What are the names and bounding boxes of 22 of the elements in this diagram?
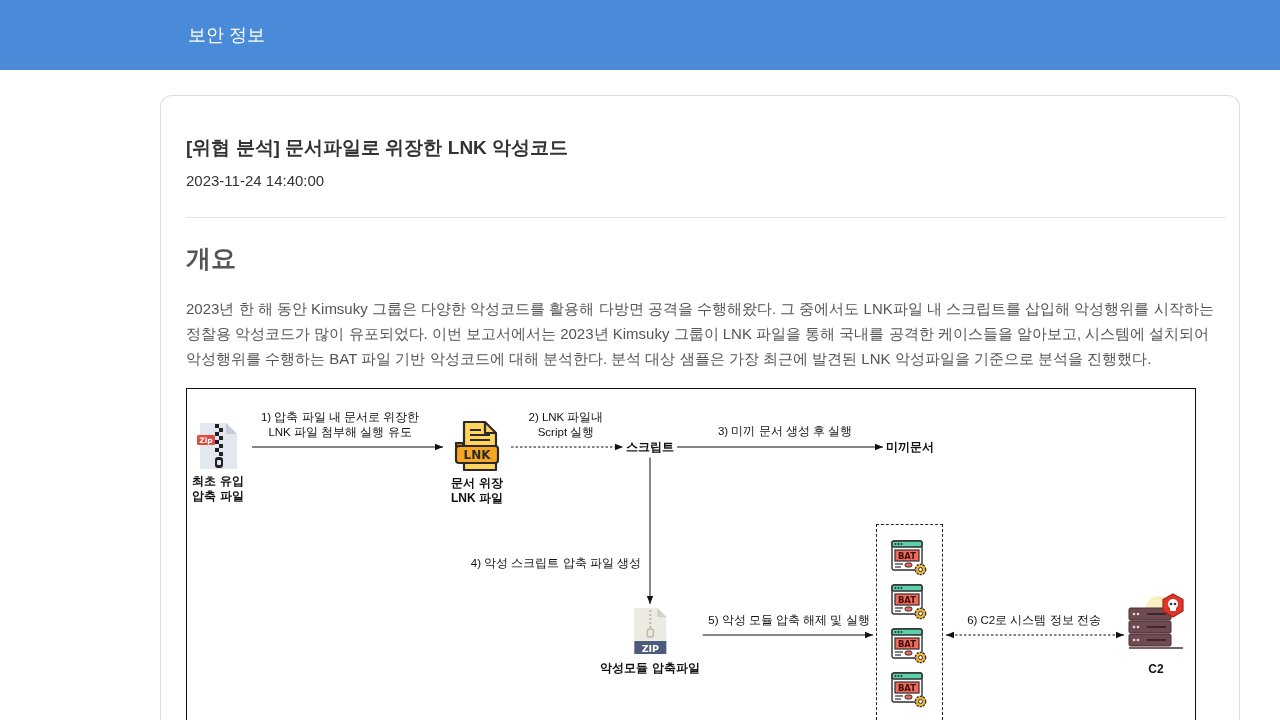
arrow [702,631,874,639]
node-label: 미끼문서 [886,439,934,455]
section-heading: 개요 [186,242,236,274]
arrow [646,457,654,605]
article-title: [위협 분석] 문서파일로 위장한 LNK 악성코드 [186,136,569,160]
section-title: 보안 정보 [188,24,265,47]
dashed-box [876,524,943,720]
arrow [676,443,884,451]
date-text: 2023-11-24 14:40:00 [186,171,325,189]
edge-label: 6) C2로 시스템 정보 전송 [965,613,1103,628]
node-label: 문서 위장 LNK 파일 [450,476,504,506]
node-label: 악성모듈 압축파일 [600,661,700,676]
edge-label: 5) 악성 모듈 압축 해제 및 실행 [706,613,872,628]
node-label: 스크립트 [626,439,674,455]
arrow [251,443,444,451]
node-label: 최초 유입 압축 파일 [191,474,245,504]
node-label: C2 [1148,662,1164,677]
dotted-arrow [510,443,624,451]
zip-file-icon: ZIP [632,607,668,655]
paragraph: 2023년 한 해 동안 Kimsuky 그룹은 다양한 악성코드를 활용해 다방면 공격을 수행해왔다. 그 중에서도 LNK파일 내 스크립트를 삽입해 악성행위를 시작하는 정찰용 악성코드가 많이 유포되었다. 이번 보고서에서는 2023년 Kimsuky 그룹이 LNK 파일을 통해 국내를 공격한 케이스들을 알아보고, 시스템에 설치되어 악성행위를 수행하는 BAT 파일 기반 악성코드에 대해 분석한다. 분석 대상 샘플은 가장 최근에 발견된 LNK 악성파일을 기준으로 분석을 진행했다. [186,299,1215,369]
dotted-double-headed-arrow [945,631,1125,639]
edge-label: 4) 악성 스크립트 압축 파일 생성 [468,555,643,571]
